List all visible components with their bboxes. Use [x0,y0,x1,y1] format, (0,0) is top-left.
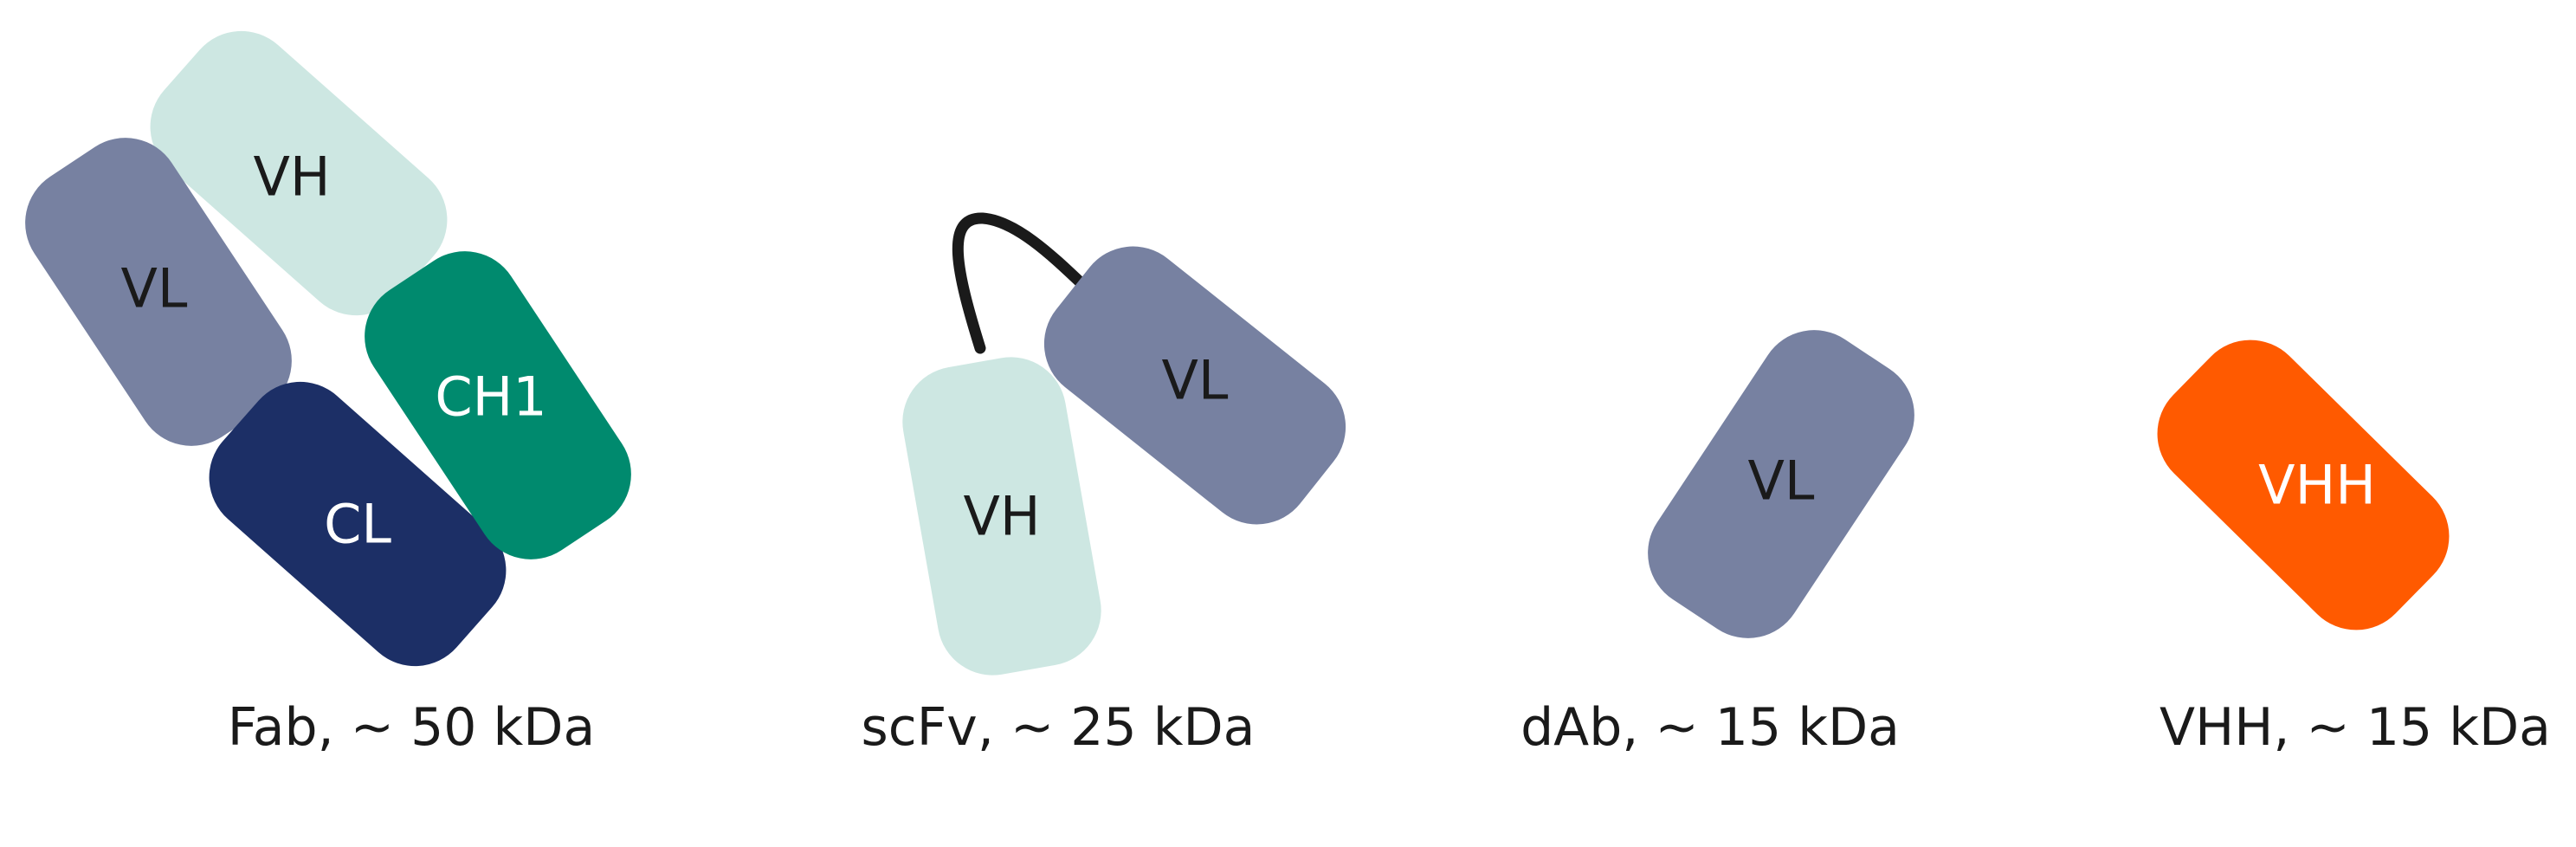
fab-vh-shape [150,30,448,316]
dab-vl-label: VL [1748,449,1815,513]
dab-caption: dAb, ~ 15 kDa [1520,697,1900,758]
fab-vl-shape [25,138,292,446]
dab-vl-shape [1648,330,1914,638]
scfv-vl-shape [1043,246,1346,525]
scfv-vh-shape [902,357,1101,676]
fab-cl-shape [209,381,507,667]
scfv-vh-domain: VH [902,357,1101,676]
scfv-vl-label: VL [1162,349,1229,412]
fab-vl-label: VL [121,257,188,320]
fab-caption: Fab, ~ 50 kDa [228,697,595,758]
vhh-group: VHH VHH, ~ 15 kDa [2157,339,2551,758]
scfv-caption: scFv, ~ 25 kDa [862,697,1256,758]
scfv-vh-label: VH [963,485,1040,548]
fab-cl-label: CL [324,493,391,556]
vhh-domain: VHH [2157,339,2450,630]
fab-vl-domain: VL [25,138,292,446]
fab-vh-label: VH [253,145,330,209]
fab-ch1-label: CH1 [435,365,546,429]
fab-group: VH VL CL CH1 Fab, ~ 50 kDa [25,30,631,758]
scfv-linker [952,212,1093,354]
fab-ch1-shape [365,251,631,559]
scfv-group: VL VH scFv, ~ 25 kDa [862,212,1346,758]
fab-ch1-domain: CH1 [365,251,631,559]
vhh-caption: VHH, ~ 15 kDa [2160,697,2551,758]
dab-group: VL dAb, ~ 15 kDa [1520,330,1914,758]
fab-vh-domain: VH [150,30,448,316]
vhh-label: VHH [2258,454,2376,517]
scfv-vl-domain: VL [1043,246,1346,525]
dab-vl-domain: VL [1648,330,1914,638]
vhh-shape [2157,339,2450,630]
fab-cl-domain: CL [209,381,507,667]
